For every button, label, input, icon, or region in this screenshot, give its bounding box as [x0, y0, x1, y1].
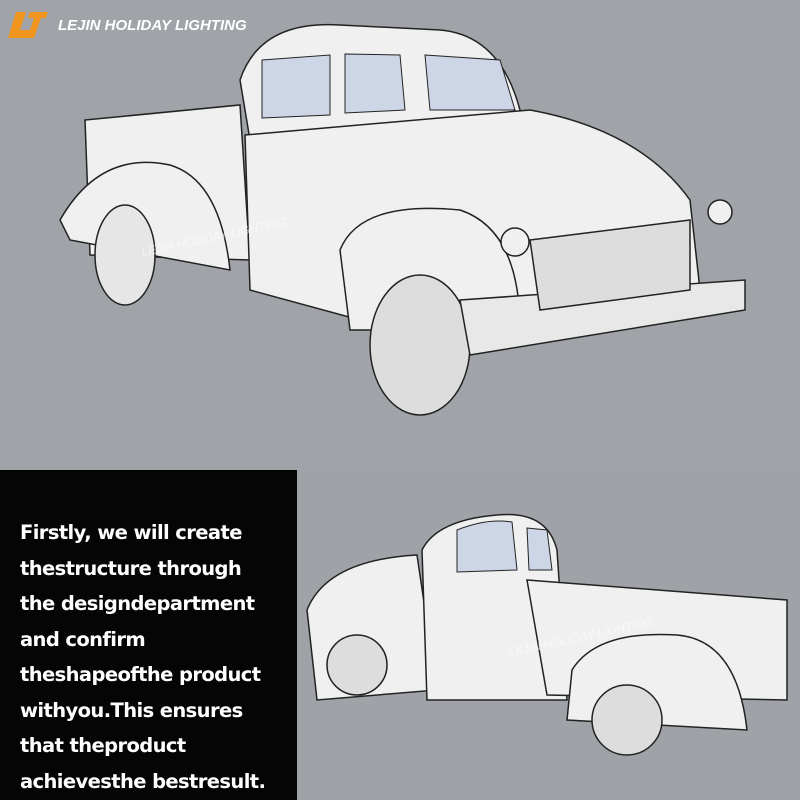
- caption-panel: Firstly, we will create thestructure thr…: [0, 470, 297, 800]
- truck-render-front-view: LEJIN HOLIDAY LIGHTING LEJIN HOLIDAY LIG…: [8, 8, 746, 416]
- caption-text: Firstly, we will create thestructure thr…: [20, 521, 266, 793]
- truck-front-drawing: [59, 23, 746, 416]
- lj-logo-icon: [8, 12, 48, 38]
- brand-name: LEJIN HOLIDAY LIGHTING: [58, 16, 247, 34]
- truck-render-side-view: LEJIN HOLIDAY LIGHTING: [297, 470, 800, 800]
- brand-logo: LEJIN HOLIDAY LIGHTING: [8, 8, 247, 42]
- truck-side-drawing: [306, 513, 788, 756]
